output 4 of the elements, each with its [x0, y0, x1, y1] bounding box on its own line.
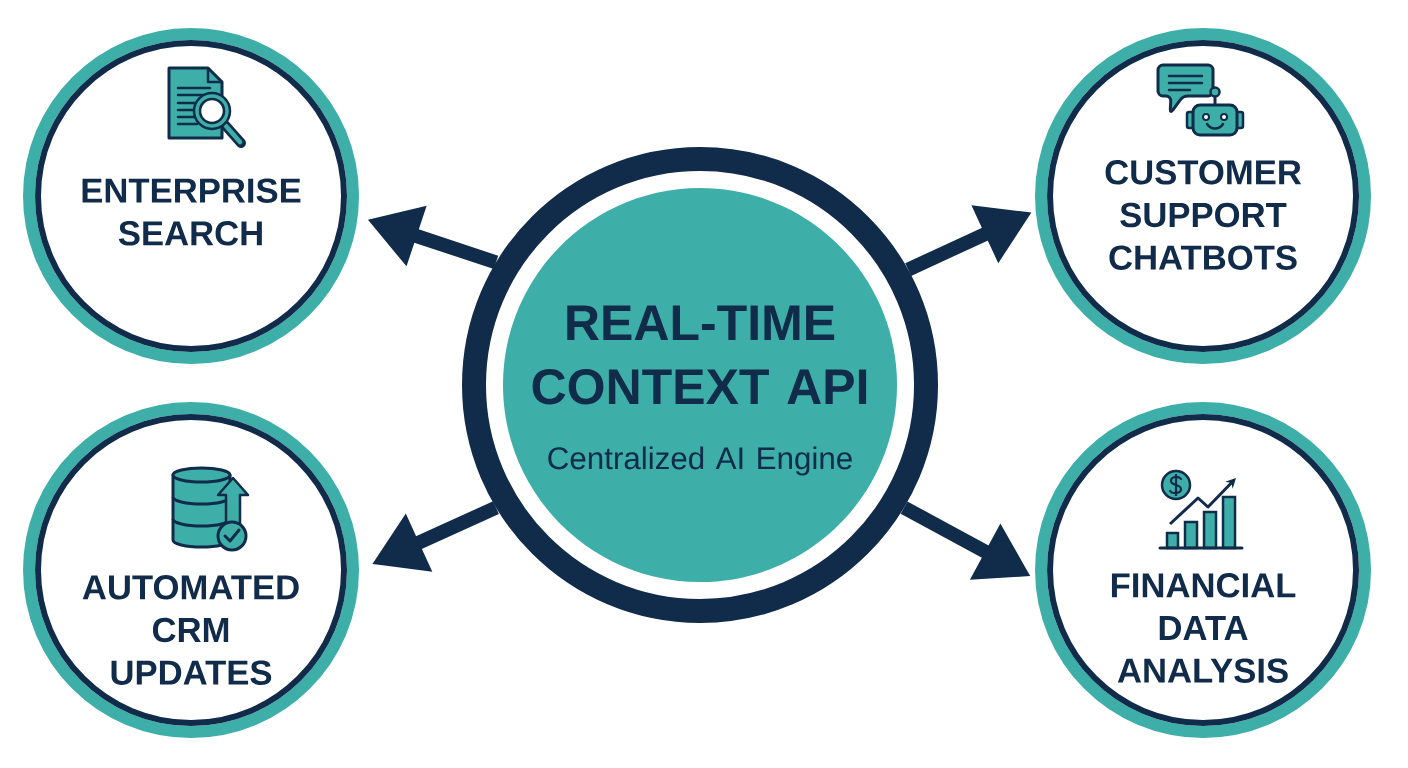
circle-node: AUTOMATED CRM UPDATES	[23, 402, 359, 738]
circle-node: ENTERPRISE SEARCH	[23, 28, 359, 364]
circle-node: CUSTOMER SUPPORT CHATBOTS	[1035, 28, 1371, 364]
circle-node: FINANCIAL DATA ANALYSIS	[1035, 402, 1371, 738]
